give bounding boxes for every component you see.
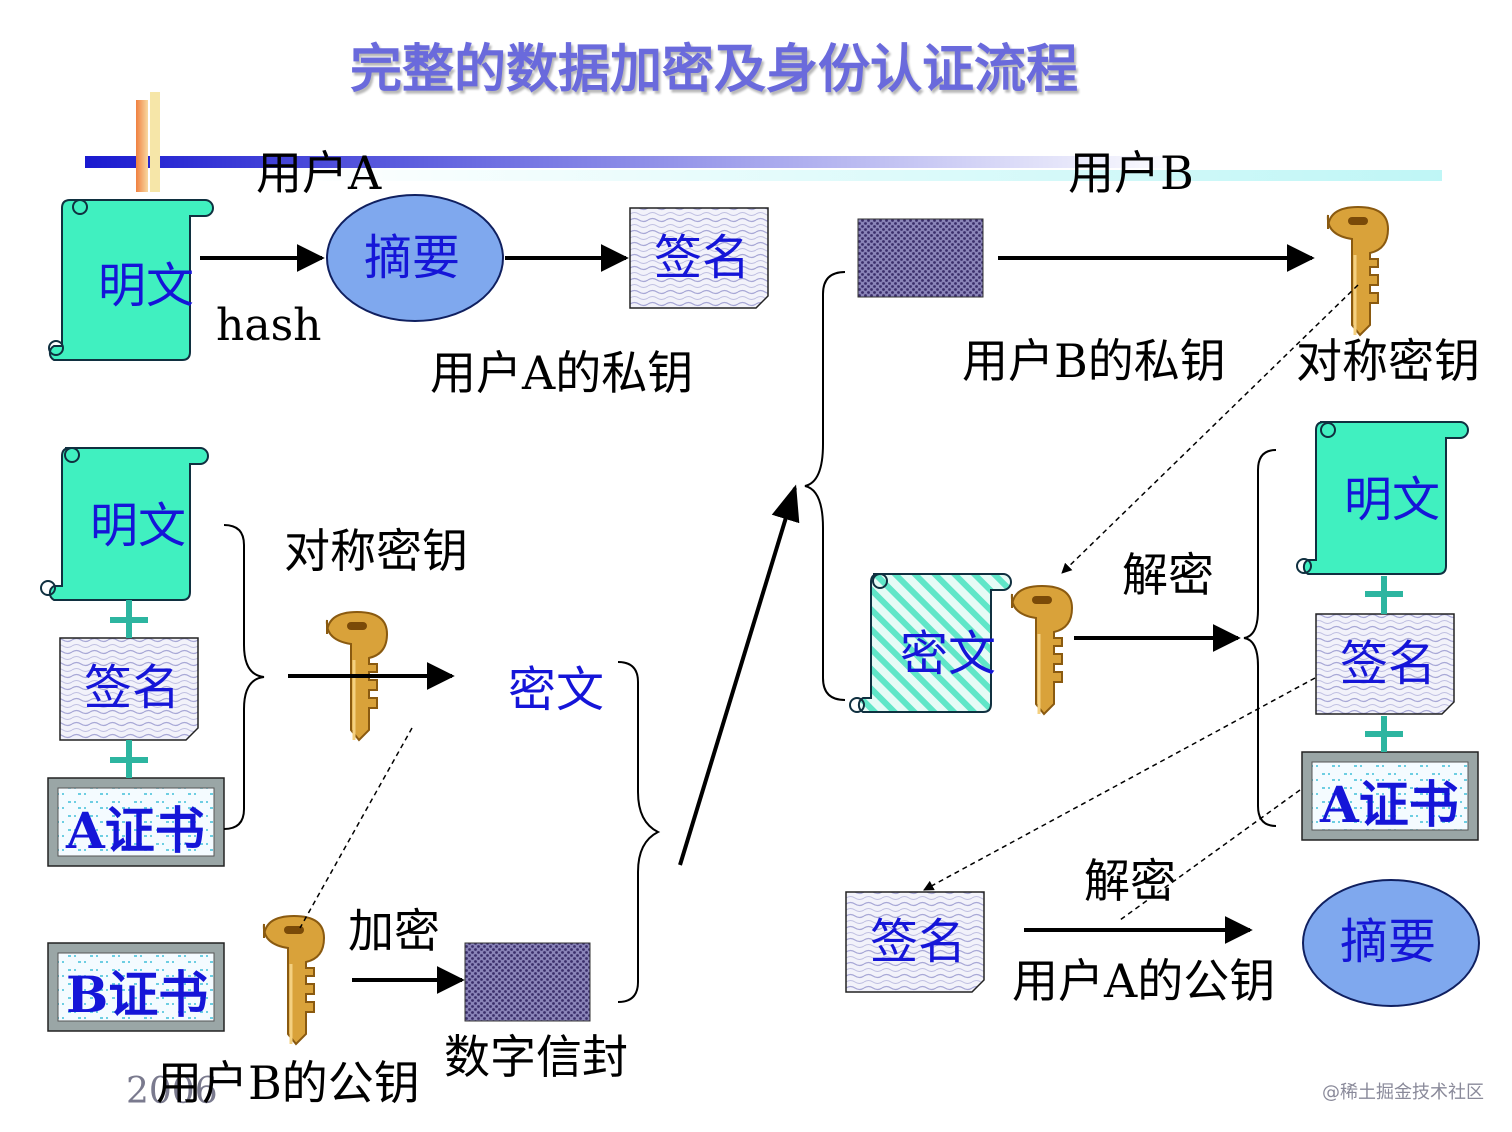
signature-box-bottom: [845, 891, 985, 993]
a-certificate-left: [47, 777, 225, 867]
signature-box-left: [59, 637, 199, 741]
a-certificate-label-right: A证书: [1320, 775, 1459, 834]
digital-envelope-block: [464, 942, 591, 1022]
year-footer: 2006: [126, 1071, 218, 1112]
key-icon-symmetric-top: [1326, 205, 1390, 337]
user-b-public-key-label: 用户B的公钥: [156, 1056, 420, 1110]
dashed-arrows: [299, 284, 1359, 929]
braces: [223, 271, 1277, 1003]
encrypted-digest-block: [857, 218, 984, 298]
plaintext-label-top: 明文: [98, 258, 195, 314]
digest-label-bottom: 摘要: [1340, 914, 1437, 970]
b-certificate-label: B证书: [66, 965, 209, 1024]
symmetric-key-label-right: 对称密钥: [1296, 334, 1480, 388]
plaintext-scroll-left: [40, 447, 209, 601]
watermark: @稀土掘金技术社区: [1322, 1082, 1484, 1103]
digital-envelope-label: 数字信封: [444, 1030, 628, 1084]
symmetric-key-label-left: 对称密钥: [284, 524, 468, 578]
page-title: 完整的数据加密及身份认证流程: [350, 39, 1079, 100]
plaintext-scroll-top: [48, 199, 214, 361]
plaintext-label-left: 明文: [90, 498, 187, 554]
digest-ellipse-bottom: [1302, 879, 1480, 1007]
flow-arrows: [200, 244, 1315, 994]
plaintext-scroll-right: [1296, 421, 1469, 575]
user-b-private-key-label: 用户B的私钥: [962, 334, 1226, 388]
b-certificate: [47, 942, 225, 1032]
digest-label-top: 摘要: [364, 230, 461, 286]
signature-label-left: 签名: [84, 660, 181, 716]
plus-connectors: [110, 576, 1403, 778]
signature-label-bottom: 签名: [870, 914, 967, 970]
user-a-public-key-label: 用户A的公钥: [1012, 954, 1276, 1008]
signature-label-top: 签名: [654, 230, 751, 286]
decrypt-label-top: 解密: [1122, 548, 1214, 602]
user-a-label: 用户A: [256, 146, 382, 200]
digest-ellipse-top: [326, 194, 504, 322]
a-certificate-label-left: A证书: [66, 801, 205, 860]
decrypt-label-bottom: 解密: [1084, 854, 1176, 908]
ciphertext-label-right: 密文: [900, 626, 997, 682]
encrypt-label: 加密: [348, 904, 440, 958]
signature-box-top: [629, 207, 769, 309]
signature-label-right: 签名: [1340, 636, 1437, 692]
signature-box-right: [1315, 613, 1455, 715]
key-icon-decrypt: [1010, 584, 1074, 716]
user-b-label: 用户B: [1068, 146, 1194, 200]
ciphertext-label-left: 密文: [508, 662, 605, 718]
hash-label: hash: [216, 300, 322, 351]
header-decoration: [85, 92, 1442, 192]
ciphertext-scroll: [849, 573, 1012, 713]
key-icon-b-public: [262, 914, 326, 1046]
a-certificate-right: [1301, 751, 1479, 841]
plaintext-label-right: 明文: [1344, 472, 1441, 528]
user-a-private-key-label: 用户A的私钥: [430, 346, 694, 400]
